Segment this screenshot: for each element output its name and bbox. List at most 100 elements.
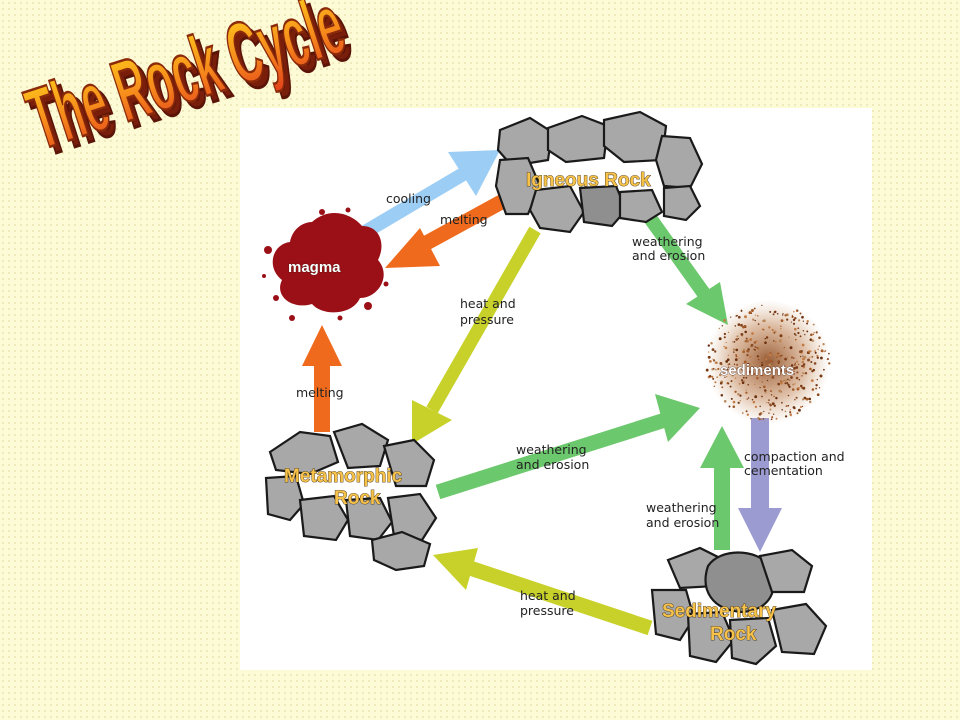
sediment-particle (749, 355, 752, 358)
sediment-particle (723, 336, 726, 339)
sediment-particle (797, 331, 800, 335)
sediment-particle (800, 349, 803, 353)
sediment-particle (773, 395, 775, 398)
sediment-particle (771, 328, 774, 332)
sediment-particle (776, 313, 779, 315)
sedimentary-rock-label-line1: Sedimentary (662, 601, 776, 622)
sediment-particle (778, 389, 782, 393)
sediment-particle (797, 386, 800, 390)
sediment-particle (796, 412, 799, 415)
sediment-particle (756, 315, 759, 317)
sediment-particle (805, 397, 809, 401)
sediment-particle (800, 384, 803, 388)
sediment-particle (771, 376, 775, 379)
sediment-particle (787, 372, 790, 374)
sediment-particle (757, 358, 760, 361)
sediment-particle (784, 379, 788, 382)
sediment-particle (789, 411, 792, 414)
sediment-particle (740, 379, 744, 382)
sediment-particle (748, 362, 752, 366)
sediment-particle (758, 346, 761, 349)
sediment-particle (807, 358, 810, 362)
magma-blob: magma (262, 207, 389, 321)
sediment-particle (801, 374, 803, 377)
sediment-particle (753, 307, 756, 310)
sediment-particle (754, 395, 758, 399)
sediment-particle (784, 410, 787, 413)
weathering-label-top-1: weathering (632, 234, 703, 249)
sediment-particle (740, 333, 744, 336)
sediment-particle (767, 402, 770, 404)
compaction-label-2: cementation (744, 463, 823, 478)
sediment-particle (722, 372, 726, 376)
sediment-particle (755, 340, 758, 343)
sediment-particle (729, 385, 732, 388)
sediment-particle (734, 390, 737, 393)
weathering-arrow-top (644, 213, 728, 325)
magma-label: magma (288, 259, 341, 276)
sediment-particle (780, 380, 782, 383)
sediment-particle (748, 349, 750, 351)
sediment-particle (782, 312, 784, 315)
sediment-particle (733, 351, 735, 353)
sediment-particle (745, 410, 748, 413)
sediment-particle (763, 410, 765, 413)
sediment-particle (748, 311, 752, 315)
sediment-particle (772, 313, 775, 316)
sediment-particle (818, 345, 820, 347)
sediment-particle (761, 363, 764, 367)
sediment-particle (793, 370, 795, 373)
sediment-particle (808, 350, 811, 353)
sediment-particle (768, 353, 772, 357)
sediment-particle (820, 349, 824, 353)
sediment-particle (747, 362, 750, 365)
sediment-particle (777, 360, 781, 363)
sediment-particle (789, 409, 791, 411)
sediment-particle (772, 413, 775, 415)
sediment-particle (754, 346, 756, 348)
sediment-particle (736, 335, 739, 338)
sediment-particle (763, 344, 765, 347)
sediment-particle (796, 371, 799, 374)
sediment-particle (735, 338, 738, 341)
sediment-particle (761, 381, 763, 383)
sediment-particle (794, 399, 796, 401)
sediment-particle (762, 367, 765, 370)
sediment-particle (764, 341, 767, 345)
sediment-particle (726, 368, 729, 371)
sediment-particle (791, 388, 795, 391)
sediment-particle (707, 344, 710, 347)
sediment-particle (799, 355, 802, 358)
sediment-particle (802, 357, 806, 361)
sediment-particle (815, 384, 818, 387)
sediment-particle (720, 394, 724, 397)
sediment-particle (749, 338, 753, 341)
sediment-particle (761, 395, 763, 398)
sediment-particle (766, 379, 769, 382)
sediment-particle (790, 321, 793, 323)
weathering-label-mid-2: and erosion (516, 457, 589, 472)
sediment-particle (761, 361, 763, 364)
sediment-particle (723, 332, 727, 336)
sediment-particle (815, 331, 818, 334)
sediment-particle (736, 367, 739, 370)
sediment-particle (735, 353, 738, 356)
sediment-particle (747, 383, 750, 386)
sediment-particle (759, 386, 761, 389)
sediment-particle (762, 418, 765, 420)
metamorphic-rock-label-line1: Metamorphic (284, 466, 403, 487)
sediment-particle (788, 336, 790, 338)
sediment-particle (717, 367, 720, 371)
sediment-particle (766, 401, 768, 404)
sediment-particle (733, 341, 736, 343)
sediment-particle (802, 330, 805, 332)
sediment-particle (801, 315, 804, 319)
sediment-particle (816, 378, 819, 381)
sediment-particle (793, 333, 796, 335)
rock-cycle-diagram: magma sediments Igneous Rock Metamorphic… (240, 108, 872, 670)
melting-label-top: melting (440, 212, 488, 227)
slide-title: The Rock Cycle The Rock Cycle (15, 0, 362, 170)
sediment-particle (707, 355, 711, 359)
sedimentary-rock-pile: Sedimentary Rock (650, 546, 828, 666)
sediment-particle (750, 309, 754, 312)
